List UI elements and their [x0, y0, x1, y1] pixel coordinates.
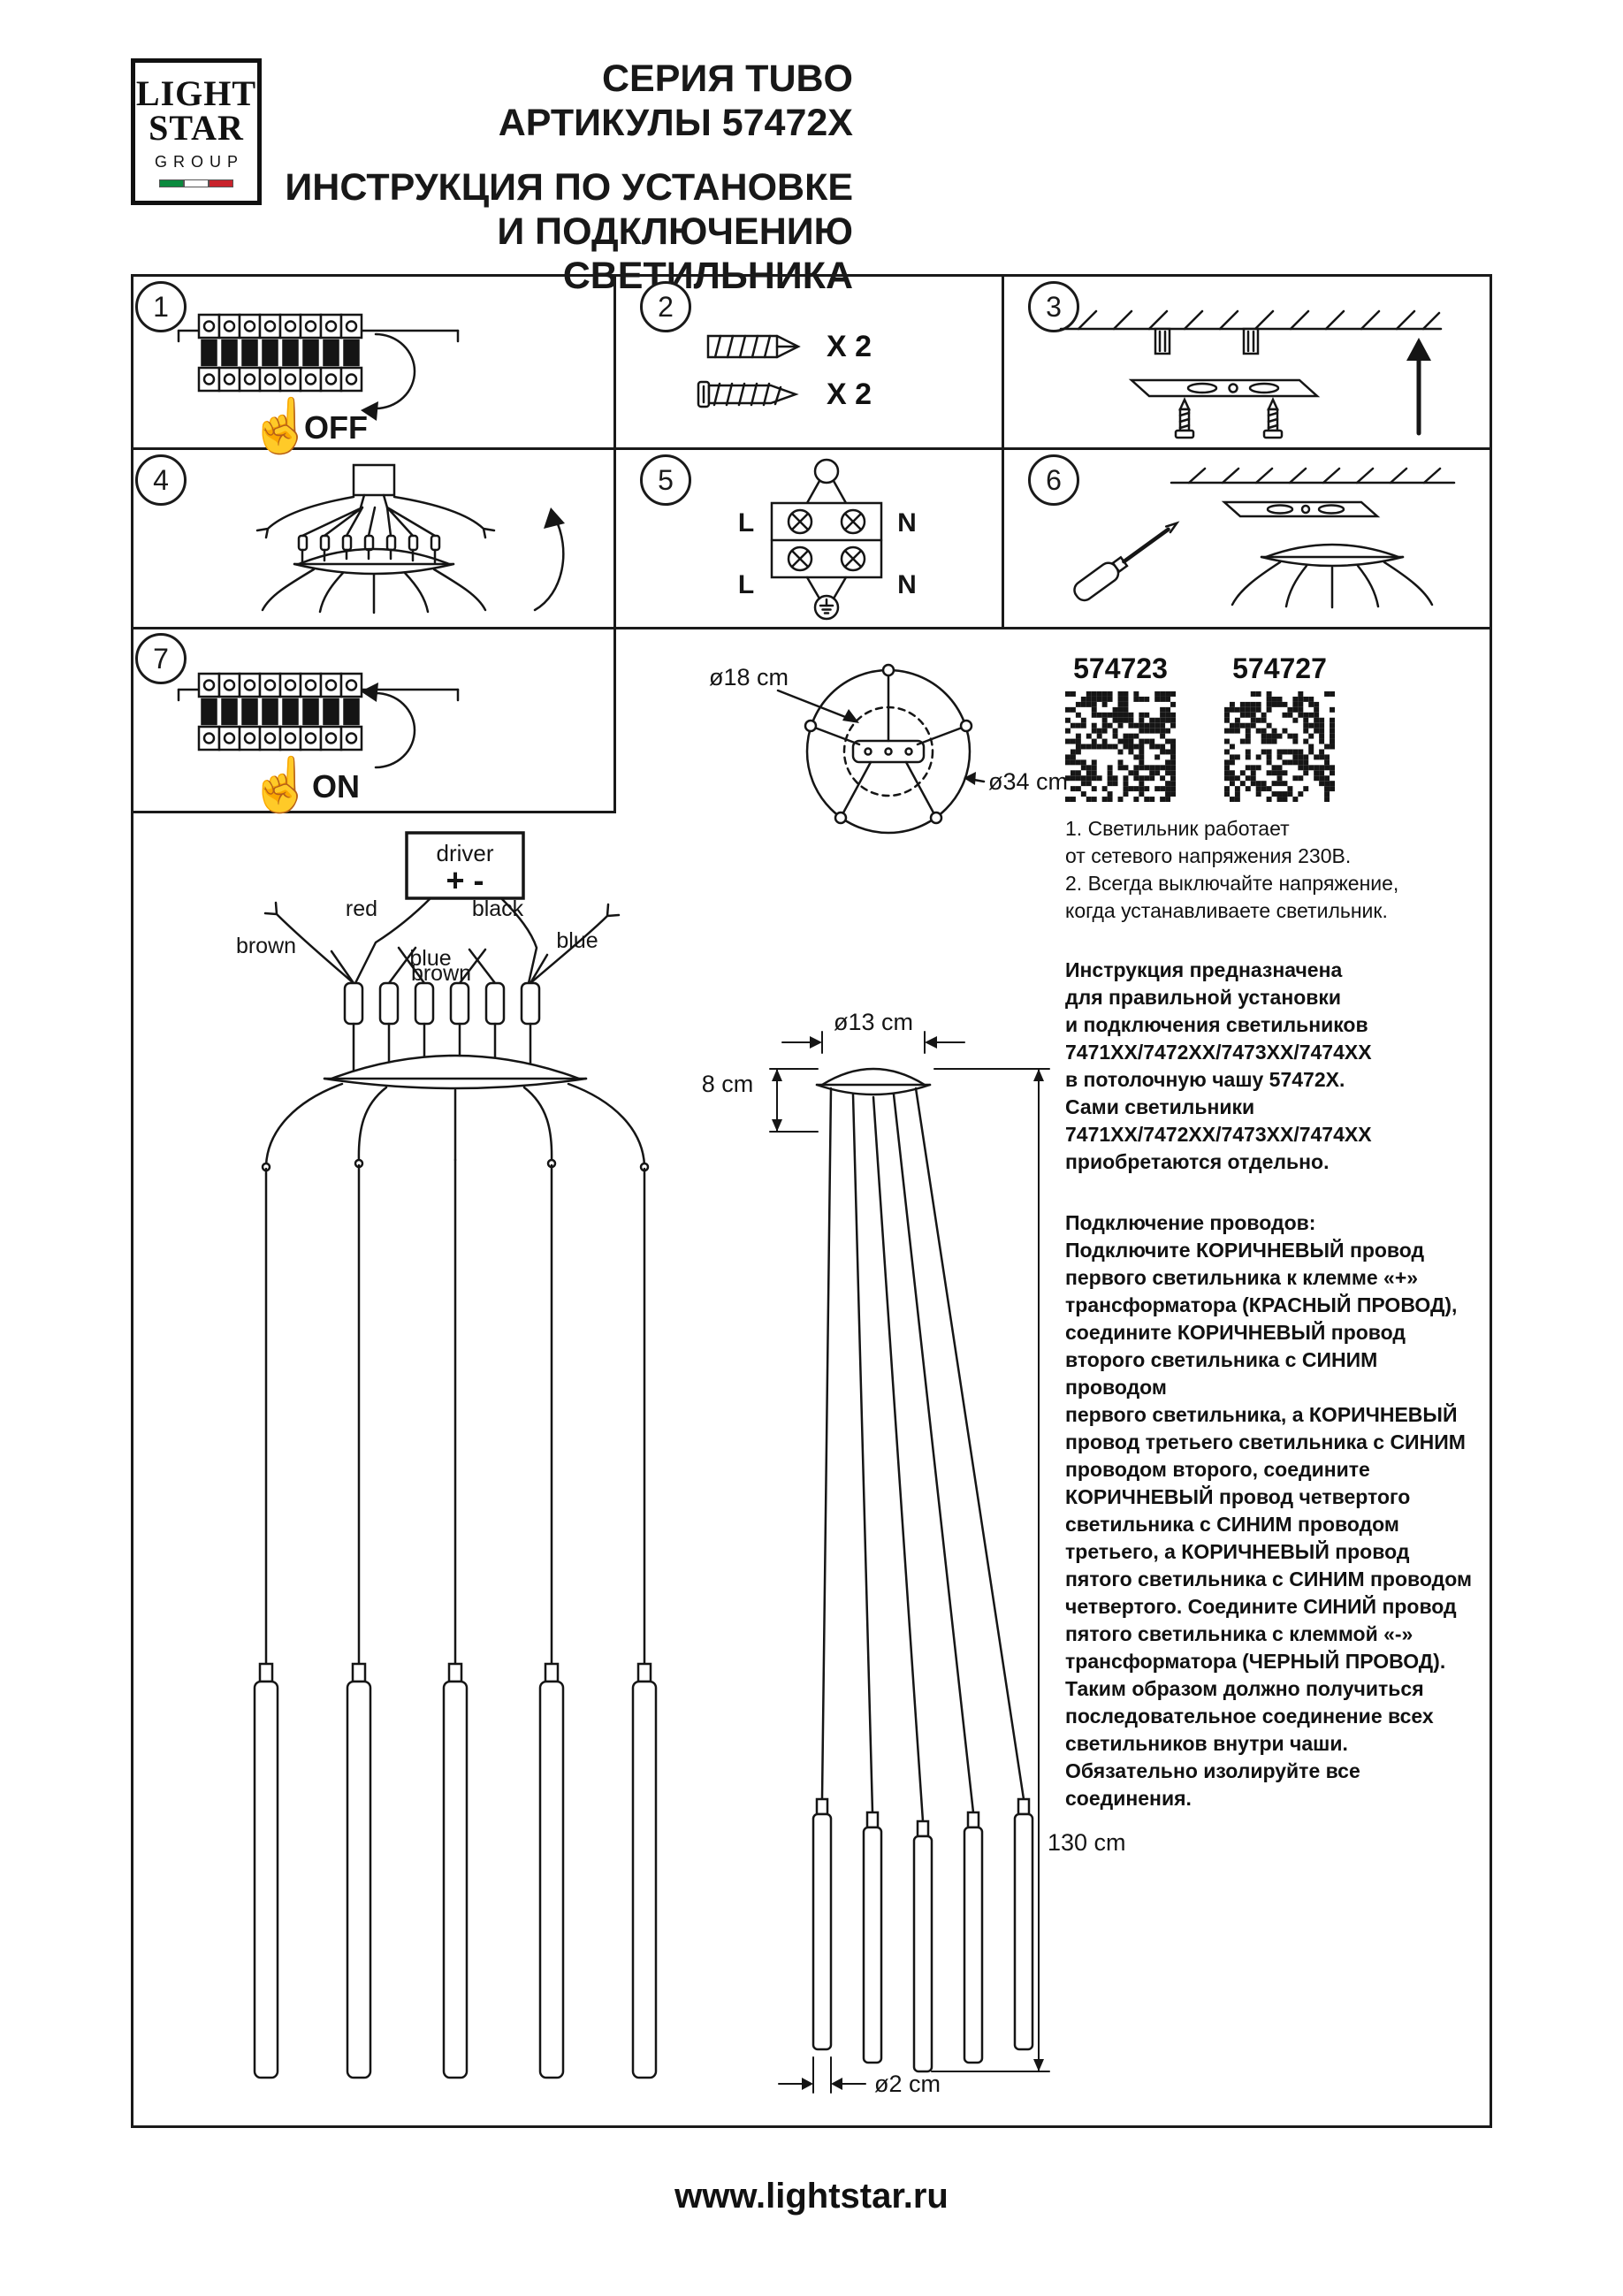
- grid-line: [613, 274, 616, 813]
- document-header: СЕРИЯ TUBO АРТИКУЛЫ 57472X ИНСТРУКЦИЯ ПО…: [221, 57, 853, 298]
- dowel-icon: [706, 334, 801, 359]
- pendant-tube: [253, 1662, 658, 2079]
- series-title: СЕРИЯ TUBO: [602, 57, 853, 100]
- rotate-arrow-icon: [374, 691, 416, 769]
- black-wire: [499, 896, 538, 985]
- wire-connector: [414, 981, 435, 1026]
- terminal-l-top: L: [738, 508, 754, 538]
- grid-line: [131, 447, 1492, 450]
- circuit-breaker-on-diagram: ☝ ON: [177, 672, 460, 816]
- black-wire-label: black: [472, 896, 524, 921]
- dowel-icon: [1154, 327, 1171, 355]
- off-label: OFF: [304, 409, 368, 446]
- article-code-right: 574727: [1232, 652, 1327, 684]
- qr-code: [1065, 691, 1176, 802]
- canopy-dome: [297, 547, 451, 566]
- outer-frame: [131, 274, 1492, 2128]
- bracket-mount-diagram: [1073, 467, 1456, 609]
- blue-wire: [529, 903, 621, 985]
- pendant-dimensions-diagram: ø13 cm 8 cm 130 cm ø2 cm: [702, 1009, 1126, 2097]
- dowel-qty: X 2: [827, 330, 872, 363]
- screw-qty: X 2: [827, 378, 872, 411]
- screw-icon: [1262, 398, 1284, 439]
- diameter-18-label: ø18 cm: [709, 664, 789, 690]
- ground-icon: [813, 594, 840, 621]
- step-number-2: 2: [640, 281, 691, 332]
- mounting-bracket: [1221, 500, 1381, 518]
- qr-code: [1224, 691, 1335, 802]
- wire-connector: [449, 981, 470, 1026]
- step-number-5: 5: [640, 454, 691, 506]
- top-view-diagram: ø18 cm ø34 cm: [709, 663, 1068, 835]
- logo-group: GROUP: [154, 153, 244, 172]
- canopy-dome: [820, 1067, 926, 1087]
- height-8-label: 8 cm: [702, 1071, 754, 1097]
- pointing-hand-icon: ☝: [248, 752, 315, 816]
- red-wire: [354, 896, 432, 985]
- canopy-dome: [330, 1054, 581, 1080]
- brown-mid-label: brown: [411, 961, 471, 986]
- grid-line: [131, 811, 616, 813]
- grid-line: [131, 627, 1492, 629]
- wire-connector: [484, 981, 506, 1026]
- lightstar-logo: LIGHT STAR GROUP: [131, 58, 262, 205]
- logo-light: LIGHT: [135, 72, 257, 113]
- circuit-breaker-off-diagram: ☝ OFF: [177, 313, 460, 457]
- italy-flag-icon: [159, 179, 233, 188]
- terminal-n-top: N: [897, 508, 917, 538]
- brown-wire-label: brown: [236, 934, 296, 958]
- dowel-icon: [1242, 327, 1260, 355]
- article-code-left: 574723: [1073, 652, 1168, 684]
- pendant-tube: [812, 1797, 1034, 2073]
- wire-connector: [520, 981, 541, 1026]
- wiring-diagram: driver + - red black brown blue blue bro…: [236, 831, 658, 2079]
- website-url: www.lightstar.ru: [674, 2177, 949, 2216]
- rotate-arrow-icon: [374, 332, 416, 410]
- dimension-lines: [769, 1031, 1050, 2094]
- step-number-4: 4: [135, 454, 187, 506]
- screwdriver-icon: [1073, 521, 1180, 602]
- blue-mid-label: blue: [409, 946, 451, 971]
- driver-label: driver: [436, 840, 493, 866]
- step-number-3: 3: [1028, 281, 1079, 332]
- canopy-dome: [1264, 543, 1400, 559]
- step-number-7: 7: [135, 633, 187, 684]
- power-note: 1. Светильник работает от сетевого напря…: [1065, 817, 1399, 922]
- logo-star: STAR: [149, 108, 244, 148]
- wire-connector: [378, 981, 400, 1026]
- screw-icon: [697, 380, 799, 408]
- rotate-arrow-icon: [533, 515, 565, 612]
- blue-wire-label: blue: [556, 928, 598, 953]
- ceiling-mounting-diagram: [1059, 309, 1443, 439]
- on-label: ON: [312, 768, 360, 805]
- wire-connector: [343, 981, 364, 1026]
- terminal-n-bottom: N: [897, 570, 917, 599]
- brown-wire: [263, 901, 355, 985]
- purpose-note: Инструкция предназначена для правильной …: [1065, 958, 1372, 1173]
- diameter-2-label: ø2 cm: [874, 2071, 941, 2097]
- leader-line: [776, 689, 854, 721]
- driver-box: [405, 831, 525, 900]
- screw-icon: [1174, 398, 1195, 439]
- red-wire-label: red: [346, 896, 377, 921]
- step-number-6: 6: [1028, 454, 1079, 506]
- connection-note: Подключение проводов: Подключите КОРИЧНЕ…: [1065, 1211, 1472, 1810]
- terminal-block-diagram: L N L N: [738, 458, 917, 621]
- step-number-1: 1: [135, 281, 187, 332]
- polarity-label: + -: [446, 862, 484, 898]
- wiring-prep-diagram: [255, 463, 565, 614]
- driver-box: [352, 463, 396, 497]
- grid-line: [1002, 274, 1004, 629]
- diameter-34-label: ø34 cm: [988, 768, 1068, 795]
- terminal-l-bottom: L: [738, 570, 754, 599]
- diameter-13-label: ø13 cm: [834, 1009, 913, 1035]
- canopy-hub: [851, 739, 926, 764]
- mounting-bracket: [1128, 378, 1321, 398]
- height-130-label: 130 cm: [1048, 1829, 1126, 1856]
- articles-title: АРТИКУЛЫ 57472X: [498, 102, 853, 145]
- pointing-hand-icon: ☝: [248, 393, 315, 457]
